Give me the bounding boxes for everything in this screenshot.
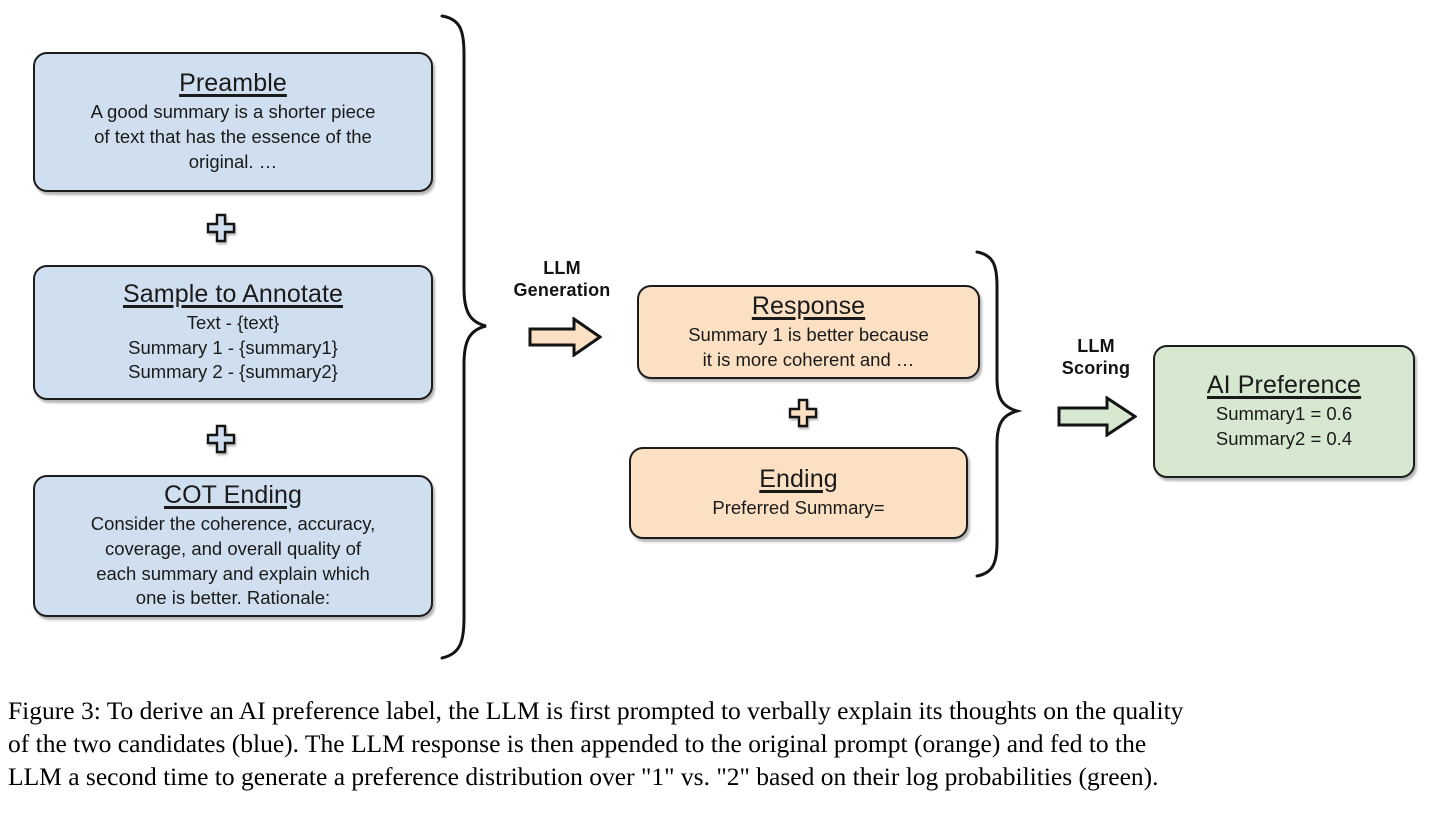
llm-generation-label-line2: Generation	[513, 279, 611, 300]
llm-scoring-label: LLM Scoring	[1040, 336, 1152, 380]
cot-line-2: coverage, and overall quality of	[104, 537, 362, 559]
plus-icon	[206, 424, 236, 454]
response-body: Summary 1 is better because it is more c…	[688, 323, 929, 373]
preamble-line-1: A good summary is a shorter piece	[90, 101, 376, 123]
llm-scoring-label-line1: LLM	[1077, 336, 1115, 356]
right-arrow-icon	[528, 317, 602, 357]
response-box: Response Summary 1 is better because it …	[637, 285, 980, 379]
figure-diagram: Preamble A good summary is a shorter pie…	[33, 14, 1415, 660]
preamble-title: Preamble	[179, 69, 287, 98]
cot-line-3: each summary and explain which	[96, 562, 370, 584]
response-line-2: it is more coherent and …	[702, 348, 915, 370]
response-line-1: Summary 1 is better because	[688, 323, 929, 345]
sample-to-annotate-box: Sample to Annotate Text - {text} Summary…	[33, 265, 433, 400]
ending-line-1: Preferred Summary=	[712, 497, 885, 519]
cot-line-4: one is better. Rationale:	[135, 587, 331, 609]
cot-ending-box: COT Ending Consider the coherence, accur…	[33, 475, 433, 617]
sample-line-3: Summary 2 - {summary2}	[128, 361, 338, 383]
preamble-body: A good summary is a shorter piece of tex…	[91, 100, 376, 174]
ending-box: Ending Preferred Summary=	[629, 447, 968, 539]
ending-title: Ending	[759, 465, 838, 494]
right-curly-brace	[975, 250, 1023, 578]
sample-line-1: Text - {text}	[186, 311, 280, 333]
response-title: Response	[751, 291, 866, 320]
preamble-line-3: original. …	[188, 150, 278, 172]
plus-icon	[788, 398, 818, 428]
left-curly-brace	[440, 14, 492, 660]
llm-scoring-label-line2: Scoring	[1061, 357, 1131, 378]
ai-preference-body: Summary1 = 0.6 Summary2 = 0.4	[1216, 402, 1352, 452]
cot-ending-title: COT Ending	[163, 480, 303, 509]
llm-generation-label: LLM Generation	[498, 258, 626, 302]
preamble-line-2: of text that has the essence of the	[94, 126, 372, 148]
ai-preference-title: AI Preference	[1206, 371, 1362, 400]
ai-preference-line-1: Summary1 = 0.6	[1215, 403, 1353, 425]
sample-to-annotate-title: Sample to Annotate	[122, 279, 343, 308]
caption-line-2: of the two candidates (blue). The LLM re…	[8, 729, 1147, 759]
figure-caption: Figure 3: To derive an AI preference lab…	[8, 694, 1444, 793]
caption-line-1: Figure 3: To derive an AI preference lab…	[8, 696, 1184, 725]
right-arrow-icon	[1057, 396, 1137, 437]
ai-preference-box: AI Preference Summary1 = 0.6 Summary2 = …	[1153, 345, 1415, 478]
sample-line-2: Summary 1 - {summary1}	[128, 336, 338, 358]
cot-ending-body: Consider the coherence, accuracy, covera…	[91, 512, 376, 611]
llm-generation-label-line1: LLM	[543, 258, 581, 278]
caption-line-3: LLM a second time to generate a preferen…	[8, 762, 1159, 792]
plus-icon	[206, 213, 236, 243]
sample-to-annotate-body: Text - {text} Summary 1 - {summary1} Sum…	[128, 311, 338, 385]
ai-preference-line-2: Summary2 = 0.4	[1215, 428, 1353, 449]
preamble-box: Preamble A good summary is a shorter pie…	[33, 52, 433, 192]
ending-body: Preferred Summary=	[712, 496, 884, 521]
cot-line-1: Consider the coherence, accuracy,	[90, 512, 376, 534]
